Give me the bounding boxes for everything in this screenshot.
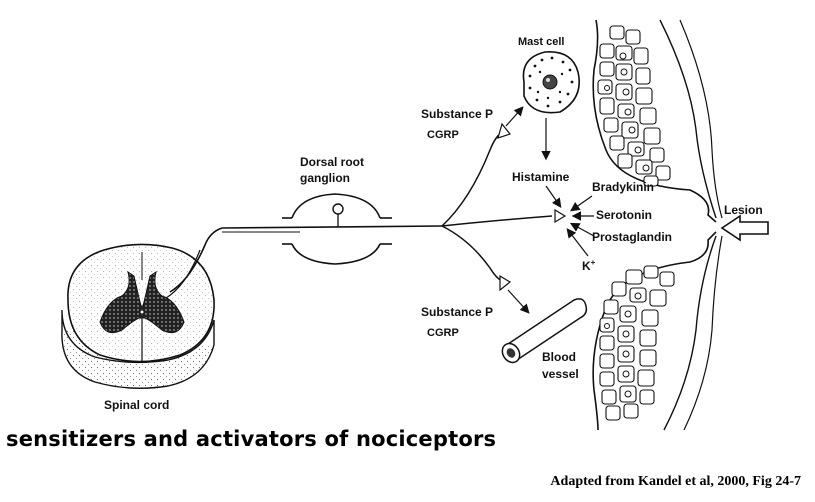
spinal-cord-label: Spinal cord xyxy=(104,398,169,412)
blood-vessel-label-line2: vessel xyxy=(542,367,579,381)
cgrp-bottom-label: CGRP xyxy=(427,327,459,339)
lesion-arrow xyxy=(720,214,769,242)
potassium-label: K+ xyxy=(582,258,596,273)
dorsal-root-label-line2: ganglion xyxy=(300,171,350,185)
source-credit: Adapted from Kandel et al, 2000, Fig 24-… xyxy=(550,474,801,489)
dorsal-root-ganglion xyxy=(282,193,392,265)
mast-cell-label: Mast cell xyxy=(518,36,564,48)
cgrp-top-label: CGRP xyxy=(427,129,459,141)
blood-vessel xyxy=(501,298,588,364)
caption: sensitizers and activators of nociceptor… xyxy=(6,427,497,451)
blood-vessel-label-line1: Blood xyxy=(542,350,576,364)
serotonin-label: Serotonin xyxy=(596,208,652,222)
arrows xyxy=(505,106,595,314)
nociceptor-axon xyxy=(221,122,567,292)
prostaglandin-label: Prostaglandin xyxy=(592,230,672,244)
mast-cell xyxy=(522,51,580,114)
dorsal-root-label-line1: Dorsal root xyxy=(300,155,364,169)
histamine-label: Histamine xyxy=(512,170,570,184)
lesion-label: Lesion xyxy=(724,203,763,217)
bradykinin-label: Bradykinin xyxy=(592,180,654,194)
spinal-cord xyxy=(61,227,223,389)
skin-tissue xyxy=(592,19,723,431)
substance-p-top-label: Substance P xyxy=(421,107,493,121)
substance-p-bottom-label: Substance P xyxy=(421,305,493,319)
